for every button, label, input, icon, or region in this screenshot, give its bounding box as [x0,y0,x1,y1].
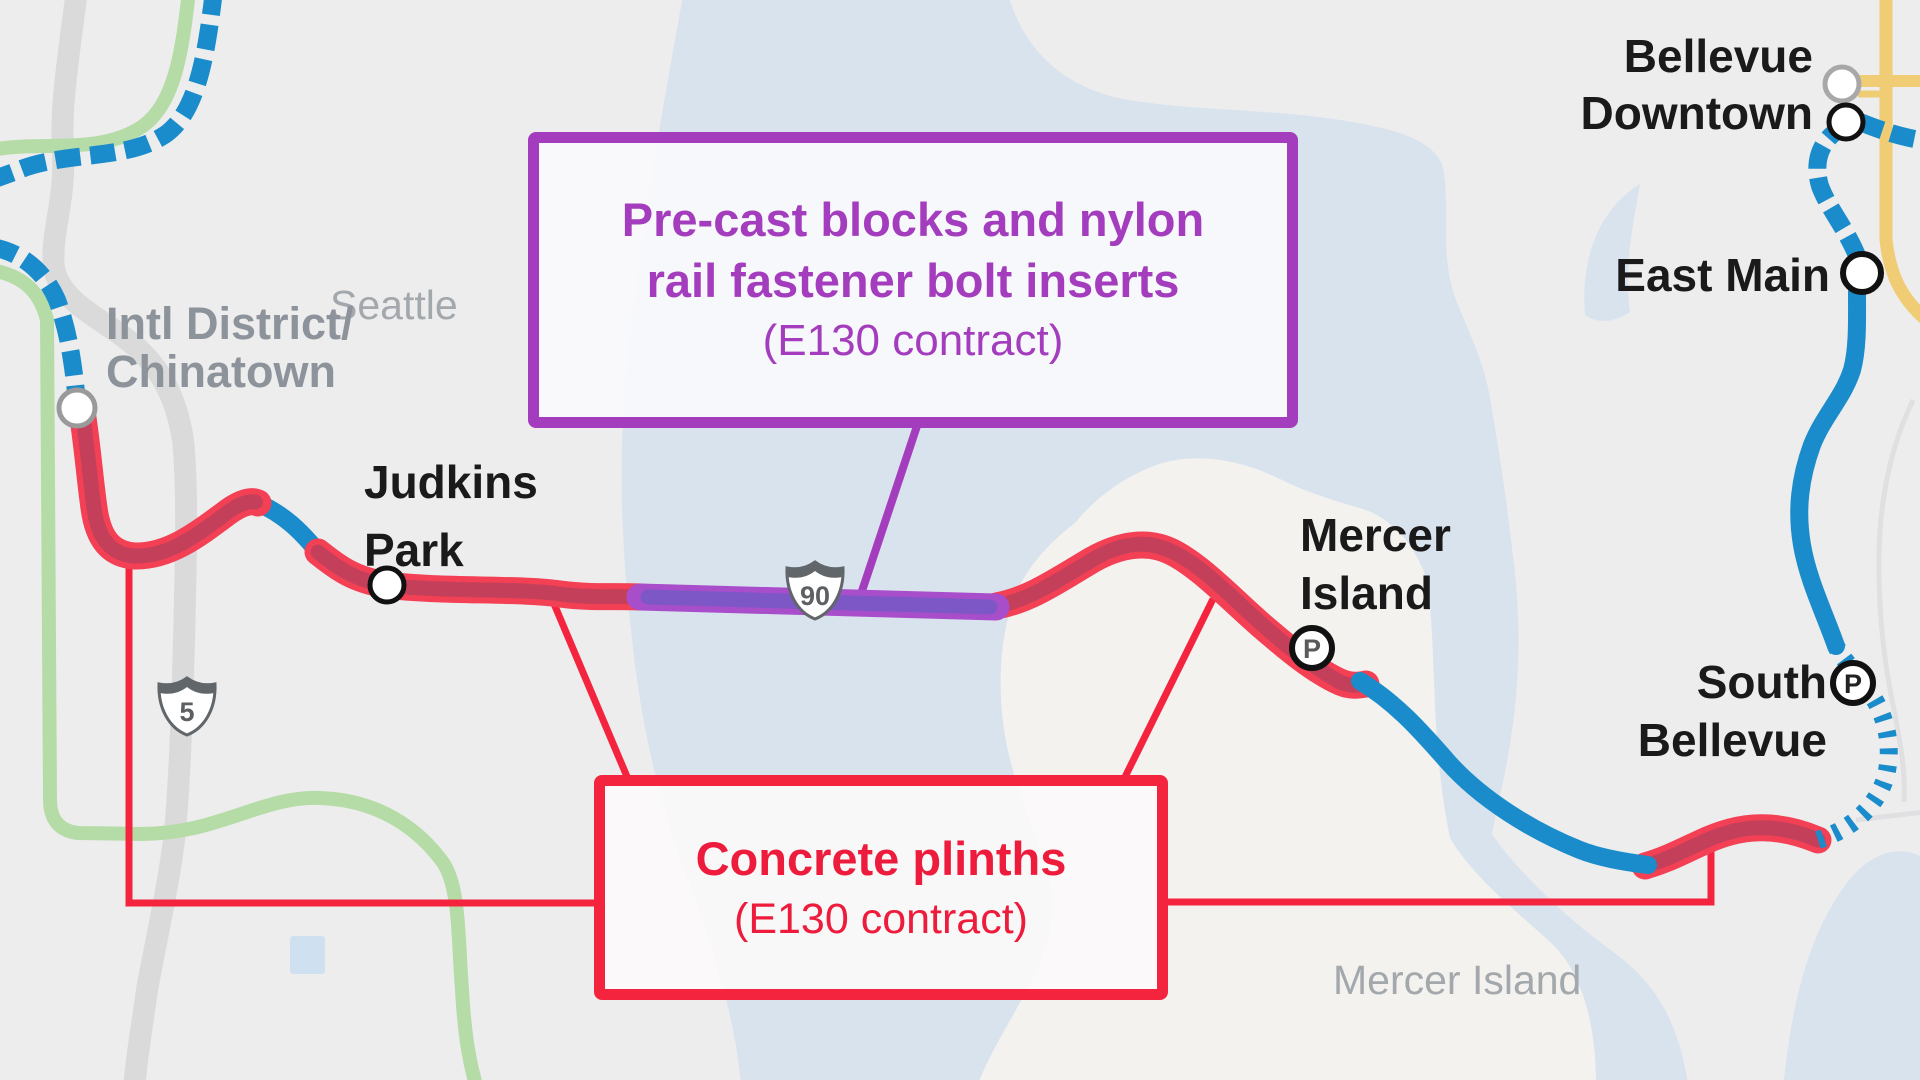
precast-callout-connector [856,424,921,599]
mercer-island-label-line1: Mercer [1300,509,1451,561]
precast-callout-subline: (E130 contract) [762,316,1064,365]
plinths-callout-connectors [125,552,1715,907]
precast-callout-line2: rail fastener bolt inserts [646,254,1180,307]
intl-district-label-line1: Intl District/ [106,298,354,349]
seattle-region-label: Seattle [330,282,458,328]
station-markers: P P [56,64,1884,706]
south-bellevue-parking-marker: P [1830,660,1876,706]
svg-text:5: 5 [179,697,194,727]
precast-callout-line1: Pre-cast blocks and nylon [621,193,1205,246]
judkins-park-label-line2: Park [364,524,464,576]
i5-freeway-road [42,0,198,1080]
i90-highway-shield: 90 [785,560,845,621]
pond [290,936,325,974]
i5-highway-shield: 5 [157,676,217,737]
mercer-island-region-label: Mercer Island [1333,957,1582,1003]
judkins-park-label-line1: Judkins [364,456,538,508]
intl-district-station-marker [56,387,98,429]
bellevue-downtown-station-marker-lower [1826,102,1866,142]
bellevue-downtown-label-line1: Bellevue [1623,30,1813,82]
bellevue-roads-yellow [1849,0,1920,323]
blue-solid-segments [1351,283,1867,874]
mercer-island-parking-marker: P [1289,625,1335,671]
svg-text:90: 90 [800,581,830,611]
intl-district-station-label: Intl District/Chinatown [106,300,354,396]
intl-district-label-line2: Chinatown [106,346,336,397]
blue-dashed-line-northwest [0,0,222,403]
east-main-station-label: East Main [1615,249,1830,301]
svg-text:P: P [1303,634,1321,664]
plinths-callout-subline: (E130 contract) [734,894,1028,943]
south-bellevue-label-line2: Bellevue [1637,714,1827,766]
blue-dashed-segments-east [1808,113,1920,849]
plinths-callout-box: Concrete plinths (E130 contract) [594,775,1168,1000]
bellevue-downtown-station-marker-upper [1822,64,1862,104]
mercer-island-label-line2: Island [1300,567,1433,619]
plinths-callout-line1: Concrete plinths [695,831,1067,885]
precast-callout-box: Pre-cast blocks and nylon rail fastener … [528,132,1298,428]
south-bellevue-label-line1: South [1696,656,1827,708]
concrete-plinths-red-segments [69,404,1832,880]
green-transit-line [0,0,482,1080]
minor-road [1876,398,1916,803]
bellevue-downtown-label-line2: Downtown [1580,87,1814,139]
east-main-station-marker [1840,251,1884,295]
svg-text:P: P [1844,669,1862,699]
judkins-park-station-marker [367,565,407,605]
